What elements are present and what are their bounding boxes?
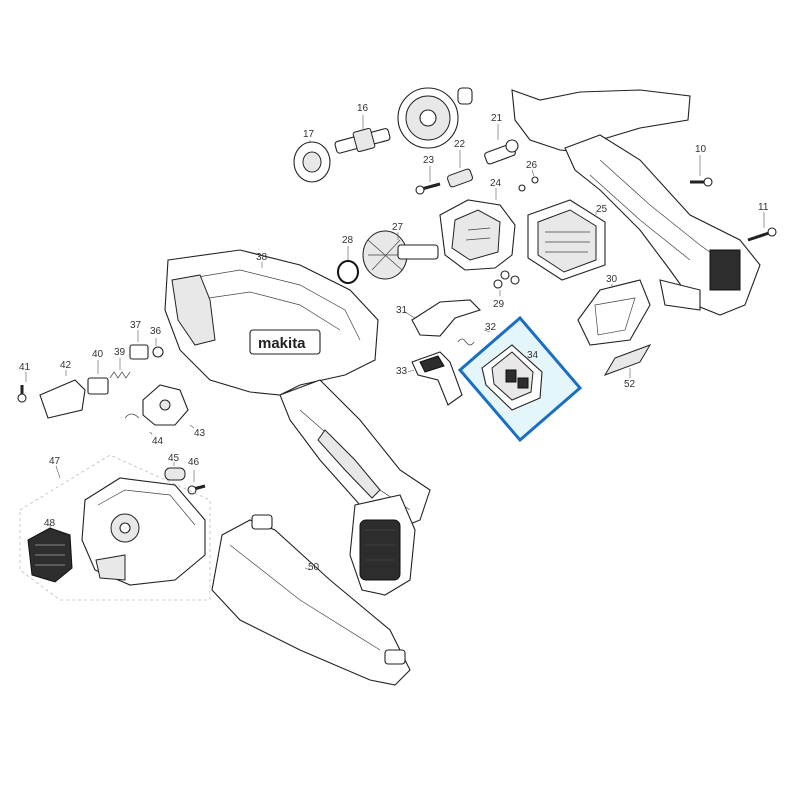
part-45-nut: 45 (164, 453, 186, 481)
part-30-bracket: 30 (577, 274, 651, 346)
part-48-knob: 48 (27, 518, 73, 583)
label-44: 44 (152, 436, 164, 447)
part-11-screw: 11 (747, 202, 777, 242)
label-43: 43 (194, 428, 206, 439)
part-38-block: 40 (87, 349, 109, 395)
label-50: 50 (308, 562, 320, 573)
label-28: 28 (342, 235, 354, 246)
label-42: 38 (256, 252, 268, 263)
label-33: 33 (396, 366, 408, 377)
part-50-cover: 50 (211, 514, 411, 686)
label-21: 21 (491, 113, 503, 124)
label-31: 31 (396, 305, 408, 316)
gear-wheel (397, 87, 473, 149)
label-38: 40 (92, 349, 104, 360)
part-39-spring: 39 (109, 347, 131, 379)
label-34: 34 (527, 350, 539, 361)
part-44-clip: 44 (124, 413, 164, 447)
label-32: 32 (485, 322, 497, 333)
part-40-screw: 41 (17, 362, 31, 403)
label-36: 36 (150, 326, 162, 337)
label-23: 23 (423, 155, 435, 166)
label-45: 45 (168, 453, 180, 464)
part-33-trigger: 33 (396, 351, 463, 406)
label-29: 29 (493, 299, 505, 310)
label-30: 30 (606, 274, 618, 285)
label-16: 16 (357, 103, 369, 114)
part-43-sprocket: 43 (142, 384, 206, 439)
label-24: 24 (490, 178, 502, 189)
part-29-nuts: 29 (493, 270, 520, 310)
part-23-screw: 23 (415, 155, 441, 195)
label-17: 17 (303, 129, 315, 140)
brand-logo-text: makita (258, 335, 306, 352)
label-47: 47 (49, 456, 61, 467)
chain-cover (81, 477, 206, 586)
label-41: 42 (60, 360, 72, 371)
part-32-spring: 32 (457, 322, 497, 346)
label-10: 10 (695, 144, 707, 155)
part-46-screw: 46 (187, 457, 206, 495)
label-11: 11 (758, 202, 769, 213)
part-31-lever: 31 (396, 299, 482, 337)
label-48: 48 (44, 518, 56, 529)
label-39: 39 (114, 347, 126, 358)
label-26: 26 (526, 160, 538, 171)
label-27: 27 (392, 222, 404, 233)
label-25: 25 (596, 204, 608, 215)
label-37: 37 (130, 320, 142, 331)
part-25-board: 25 (527, 199, 608, 281)
part-52-pad: 52 (603, 344, 652, 390)
part-34-switch-highlight[interactable]: 34 (457, 315, 583, 443)
part-41-plate: 42 (39, 360, 86, 419)
part-36-pin: 36 (150, 326, 164, 358)
part-37-clip: 37 (129, 320, 149, 360)
part-16-shaft: 16 (334, 103, 391, 154)
part-27-bevel-gear: 27 (362, 222, 439, 280)
part-42-housing: makita 38 (164, 249, 379, 396)
part-17-bearing: 17 (293, 129, 331, 183)
part-28-o-ring: 28 (337, 235, 359, 284)
label-52: 52 (624, 379, 636, 390)
part-10-screw: 10 (690, 144, 713, 187)
label-22: 22 (454, 139, 466, 150)
upper-housing (511, 89, 761, 316)
part-24-stator: 24 (439, 178, 516, 271)
handle-grip (279, 379, 431, 596)
part-21-fitting: 21 (484, 113, 519, 165)
part-26-screws: 26 (518, 160, 539, 192)
label-40: 41 (19, 362, 31, 373)
part-22-spring: 22 (447, 139, 473, 188)
label-46: 46 (188, 457, 200, 468)
part-47-group: 47 (19, 454, 211, 601)
